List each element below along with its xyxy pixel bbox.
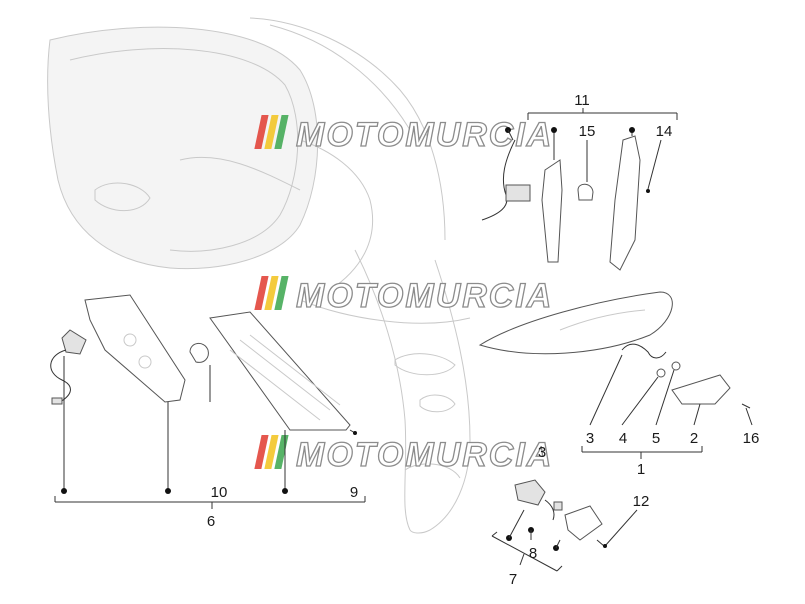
leader-lines bbox=[54, 108, 753, 572]
callout-15: 15 bbox=[579, 123, 596, 140]
callout-14: 14 bbox=[656, 123, 673, 140]
callout-labels: 11 15 14 3 4 5 2 16 1 3 10 9 6 12 8 7 bbox=[207, 92, 760, 588]
part-1-assembly bbox=[478, 291, 751, 409]
watermark-text: MOTOMURCIA bbox=[296, 277, 553, 315]
callout-5: 5 bbox=[652, 430, 660, 447]
scooter-body-ghost bbox=[47, 17, 471, 534]
lens-14 bbox=[609, 135, 641, 271]
callout-9: 9 bbox=[350, 484, 358, 501]
stripe-yellow bbox=[264, 276, 279, 310]
watermark-1: MOTOMURCIA bbox=[254, 115, 553, 155]
plate-2 bbox=[671, 374, 731, 405]
callout-7: 7 bbox=[509, 571, 517, 588]
callout-6: 6 bbox=[207, 513, 215, 530]
part-11-assembly bbox=[481, 135, 650, 271]
socket-7 bbox=[514, 479, 546, 506]
callout-3-lower: 3 bbox=[538, 444, 546, 461]
wire-harness bbox=[61, 329, 87, 355]
part-6-assembly bbox=[50, 294, 351, 431]
callout-16: 16 bbox=[743, 430, 760, 447]
bulb-10 bbox=[189, 343, 209, 363]
bulb-15 bbox=[577, 183, 594, 201]
callout-10: 10 bbox=[211, 484, 228, 501]
callout-1: 1 bbox=[637, 461, 645, 478]
tail-light bbox=[478, 291, 673, 355]
callout-12: 12 bbox=[633, 493, 650, 510]
stripe-green bbox=[274, 276, 289, 310]
reflector-11 bbox=[541, 159, 563, 263]
watermark-text: MOTOMURCIA bbox=[296, 116, 553, 154]
stripe-yellow bbox=[264, 115, 279, 149]
stripe-red bbox=[254, 435, 269, 469]
watermark: MOTOMURCIA MOTOMURCIA MOTOMURCIA bbox=[254, 115, 553, 475]
stripe-red bbox=[254, 276, 269, 310]
stripe-red bbox=[254, 115, 269, 149]
callout-11: 11 bbox=[574, 92, 590, 109]
callout-3: 3 bbox=[586, 430, 594, 447]
callout-4: 4 bbox=[619, 430, 627, 447]
lens-7 bbox=[564, 505, 603, 541]
stripe-yellow bbox=[264, 435, 279, 469]
stripe-green bbox=[274, 115, 289, 149]
watermark-3: MOTOMURCIA bbox=[254, 435, 553, 475]
callout-8: 8 bbox=[529, 545, 537, 562]
part-7-assembly bbox=[514, 479, 605, 547]
callout-2: 2 bbox=[690, 430, 698, 447]
watermark-2: MOTOMURCIA bbox=[254, 276, 553, 316]
bracket-10 bbox=[84, 294, 186, 403]
watermark-text: MOTOMURCIA bbox=[296, 436, 553, 474]
